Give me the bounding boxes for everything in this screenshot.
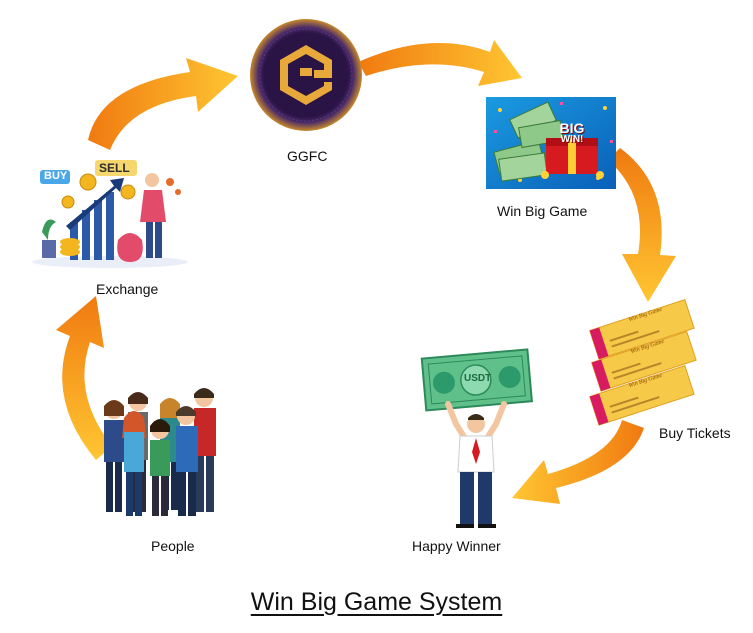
arrow-buy-tickets-to-happy-winner <box>512 420 644 504</box>
exchange-sell-label: SELL <box>99 161 130 175</box>
node-label-win-big-game: Win Big Game <box>497 203 588 219</box>
man-holding-usdt-banknote-icon <box>420 348 533 528</box>
diagram-title: Win Big Game System <box>250 588 503 616</box>
money-big-win-icon <box>486 97 616 189</box>
arrow-exchange-to-ggfc <box>88 58 238 150</box>
exchange-buy-label: BUY <box>44 170 68 182</box>
arrow-ggfc-to-win-big-game <box>358 40 522 86</box>
node-label-exchange: Exchange <box>96 281 159 297</box>
ggfc-coin-icon <box>250 19 362 131</box>
node-label-ggfc: GGFC <box>287 148 328 164</box>
node-label-buy-tickets: Buy Tickets <box>659 425 731 441</box>
group-of-people-icon <box>104 388 216 516</box>
node-label-happy-winner: Happy Winner <box>412 538 501 554</box>
lottery-tickets-icon <box>589 299 697 426</box>
arrow-people-to-exchange <box>56 296 112 460</box>
node-label-people: People <box>151 538 195 554</box>
big-win-badge-line2: WIN! <box>560 134 584 145</box>
big-win-badge-line1: BIG <box>559 120 585 136</box>
arrow-win-big-game-to-buy-tickets <box>608 148 676 302</box>
big-win-badge: BIG WIN! <box>556 120 588 146</box>
buy-sell-exchange-icon <box>32 160 188 268</box>
banknote-usdt-label: USDT <box>464 373 492 384</box>
